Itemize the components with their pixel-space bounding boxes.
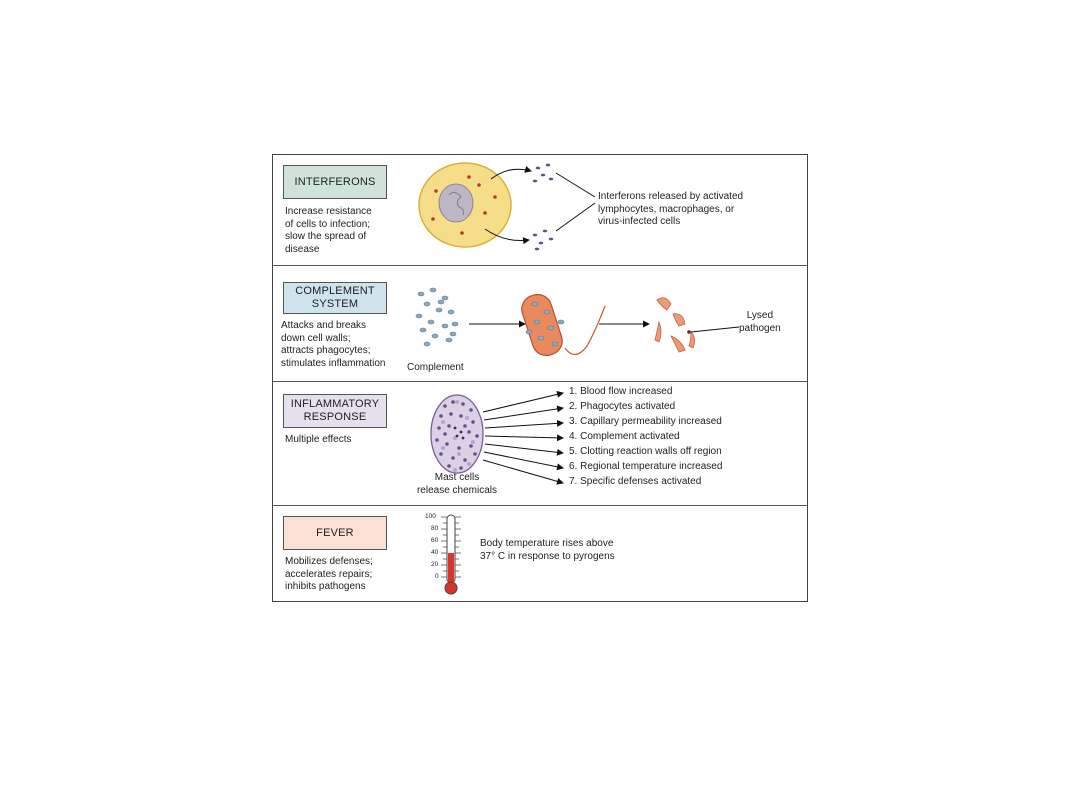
tick-40: 40 [431, 549, 439, 556]
effect-2: 2. Phagocytes activated [569, 401, 676, 412]
interferons-panel: INTERFERONS Increase resistance of cells… [273, 155, 807, 265]
complement-panel: COMPLEMENT SYSTEM Attacks and breaks dow… [273, 265, 807, 381]
fever-description: Mobilizes defenses; accelerates repairs;… [285, 556, 373, 592]
mast-cell [430, 394, 484, 474]
fever-panel: FEVER Mobilizes defenses; accelerates re… [273, 505, 807, 601]
effect-5: 5. Clotting reaction walls off region [569, 446, 722, 457]
effect-4: 4. Complement activated [569, 431, 680, 442]
interferons-label: INTERFERONS [283, 165, 387, 199]
thermometer-mercury [448, 553, 454, 586]
thermometer-icon [441, 514, 461, 595]
complement-illustration [415, 287, 740, 357]
infected-cell [418, 162, 512, 248]
defenses-figure: INTERFERONS Increase resistance of cells… [272, 154, 808, 602]
effect-1: 1. Blood flow increased [569, 386, 673, 397]
inflammatory-label: INFLAMMATORY RESPONSE [283, 394, 387, 428]
complement-description: Attacks and breaks down cell walls; attr… [281, 320, 386, 369]
effect-6: 6. Regional temperature increased [569, 461, 723, 472]
interferon-particles [532, 163, 554, 251]
tick-80: 80 [431, 525, 439, 532]
effect-3: 3. Capillary permeability increased [569, 416, 722, 427]
bacterium [521, 293, 606, 357]
tick-100: 100 [425, 513, 436, 520]
inflammatory-panel: INFLAMMATORY RESPONSE Multiple effects [273, 381, 807, 505]
interferons-description: Increase resistance of cells to infectio… [285, 206, 372, 255]
tick-20: 20 [431, 561, 439, 568]
complement-proteins [415, 287, 459, 347]
lysed-caption: Lysed pathogen [739, 310, 781, 334]
fever-note: Body temperature rises above 37° C in re… [480, 538, 615, 562]
inflammatory-description: Multiple effects [285, 434, 352, 445]
lysed-pathogen-icon [654, 297, 695, 353]
fever-label: FEVER [283, 516, 387, 550]
interferons-illustration [418, 162, 596, 251]
mast-caption: Mast cells release chemicals [416, 472, 498, 496]
interferons-note: Interferons released by activated lympho… [598, 191, 744, 227]
effect-7: 7. Specific defenses activated [569, 476, 702, 487]
tick-60: 60 [431, 537, 439, 544]
complement-caption: Complement [407, 362, 464, 373]
complement-label: COMPLEMENT SYSTEM [283, 282, 387, 314]
inflammatory-illustration [430, 390, 564, 485]
tick-0: 0 [435, 573, 439, 580]
